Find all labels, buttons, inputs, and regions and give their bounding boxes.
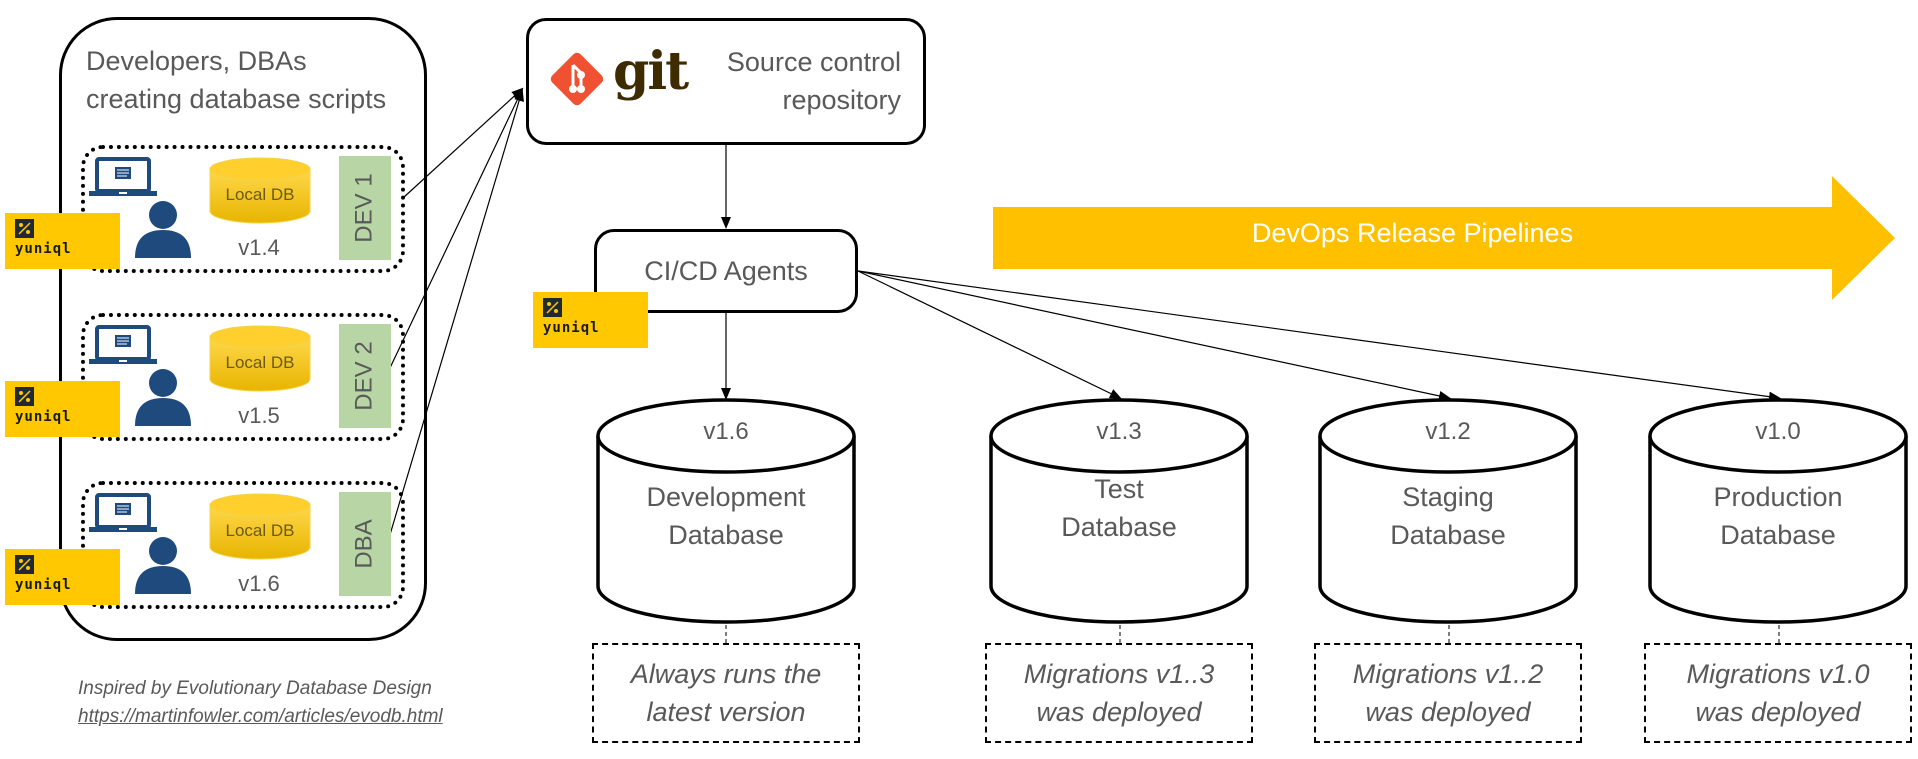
cicd-agents-label: CI/CD Agents [644,255,808,286]
local-db-icon [209,493,311,560]
local-db-version: v1.4 [238,235,280,260]
connector-dev1-to-git [402,87,524,199]
role-tag: DBA [339,492,391,596]
production-database-cylinder[interactable] [1648,398,1908,624]
workstation-1 [81,145,405,273]
pipeline-label: DevOps Release Pipelines [1251,218,1574,248]
connector-dev2-to-git [388,88,523,371]
test-database-cylinder[interactable] [989,398,1249,624]
local-db-icon [209,325,311,392]
yuniql-badge: yuniql [5,549,120,605]
source-control-label: Source control repository [726,47,901,115]
git-logo-icon [550,52,604,106]
user-icon [135,537,191,594]
test-db-name: Test Database [1061,474,1177,542]
local-db-label: Local DB [225,353,295,372]
workstation-2 [81,313,405,441]
local-db-label: Local DB [225,185,295,204]
production-db-version: v1.0 [1755,418,1801,445]
caption-link[interactable]: https://martinfowler.com/articles/evodb.… [78,706,443,727]
local-db-version: v1.5 [238,403,280,428]
workstation-3 [81,481,405,609]
developers-panel-title: Developers, DBAs creating database scrip… [86,46,387,114]
yuniql-logo-icon [15,555,34,574]
laptop-icon [89,493,157,532]
laptop-icon [89,157,157,196]
production-db-name: Production Database [1713,482,1843,550]
role-tag: DEV 2 [339,324,391,428]
yuniql-badge: yuniql [5,381,120,437]
caption-inspiration: Inspired by Evolutionary Database Design [78,678,432,699]
connector-cicd-to-staging-db [857,270,1451,401]
development-database-cylinder[interactable] [596,398,856,624]
local-db-icon [209,157,311,224]
user-icon [135,369,191,426]
yuniql-badge-cicd: yuniql [533,292,648,348]
local-db-version: v1.6 [238,571,280,596]
yuniql-logo-icon [543,298,562,317]
local-db-label: Local DB [225,521,295,540]
cicd-agents-box[interactable]: CI/CD Agents [594,229,858,313]
development-db-version: v1.6 [703,418,749,445]
connector-cicd-to-test-db [857,270,1122,399]
staging-db-version: v1.2 [1425,418,1471,445]
yuniql-badge: yuniql [5,213,120,269]
yuniql-logo-icon [15,219,34,238]
yuniql-logo-icon [15,387,34,406]
source-control-box[interactable]: git Source control repository [526,18,926,145]
test-db-version: v1.3 [1096,418,1142,445]
connector-cicd-to-production-db [857,270,1781,402]
pipeline-arrow [993,176,1895,300]
development-db-name: Development Database [646,482,806,550]
staging-database-cylinder[interactable] [1318,398,1578,624]
developers-panel [59,17,427,641]
connector-dba-to-git [388,89,524,539]
role-tag: DEV 1 [339,156,391,260]
user-icon [135,201,191,258]
git-logo-text: git [613,41,689,102]
staging-db-name: Staging Database [1390,482,1506,550]
laptop-icon [89,325,157,364]
